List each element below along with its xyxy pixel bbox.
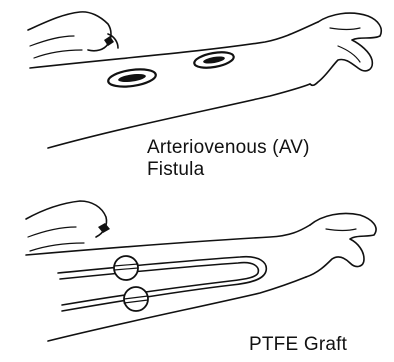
arm-lower-edge	[48, 277, 306, 341]
examiner-finger-1	[28, 227, 76, 237]
ptfe-graft-caption: PTFE Graft	[249, 334, 347, 356]
graft-loop-inner	[60, 263, 258, 305]
graft-loop-outer	[58, 257, 266, 311]
examiner-finger-1	[30, 36, 74, 46]
av-fistula-panel: Arteriovenous (AV) Fistula	[0, 0, 394, 181]
av-fistula-caption-line-1: Arteriovenous (AV)	[147, 137, 310, 159]
av-fistula-caption-line-2: Fistula	[147, 159, 310, 181]
examiner-hand	[26, 201, 107, 237]
hand-outline	[306, 213, 376, 277]
examiner-finger-2	[34, 50, 82, 58]
arm-upper-edge	[26, 225, 310, 255]
av-fistula-caption: Arteriovenous (AV) Fistula	[147, 137, 310, 181]
ptfe-graft-caption-line-1: PTFE Graft	[249, 334, 347, 356]
ptfe-graft-panel: PTFE Graft	[0, 181, 394, 362]
examiner-hand	[28, 12, 111, 51]
hand-crease	[330, 28, 360, 30]
hand-crease	[326, 229, 356, 231]
examiner-finger-2	[30, 243, 84, 251]
arm-upper-edge	[30, 22, 318, 68]
examiner-nail	[98, 223, 110, 233]
